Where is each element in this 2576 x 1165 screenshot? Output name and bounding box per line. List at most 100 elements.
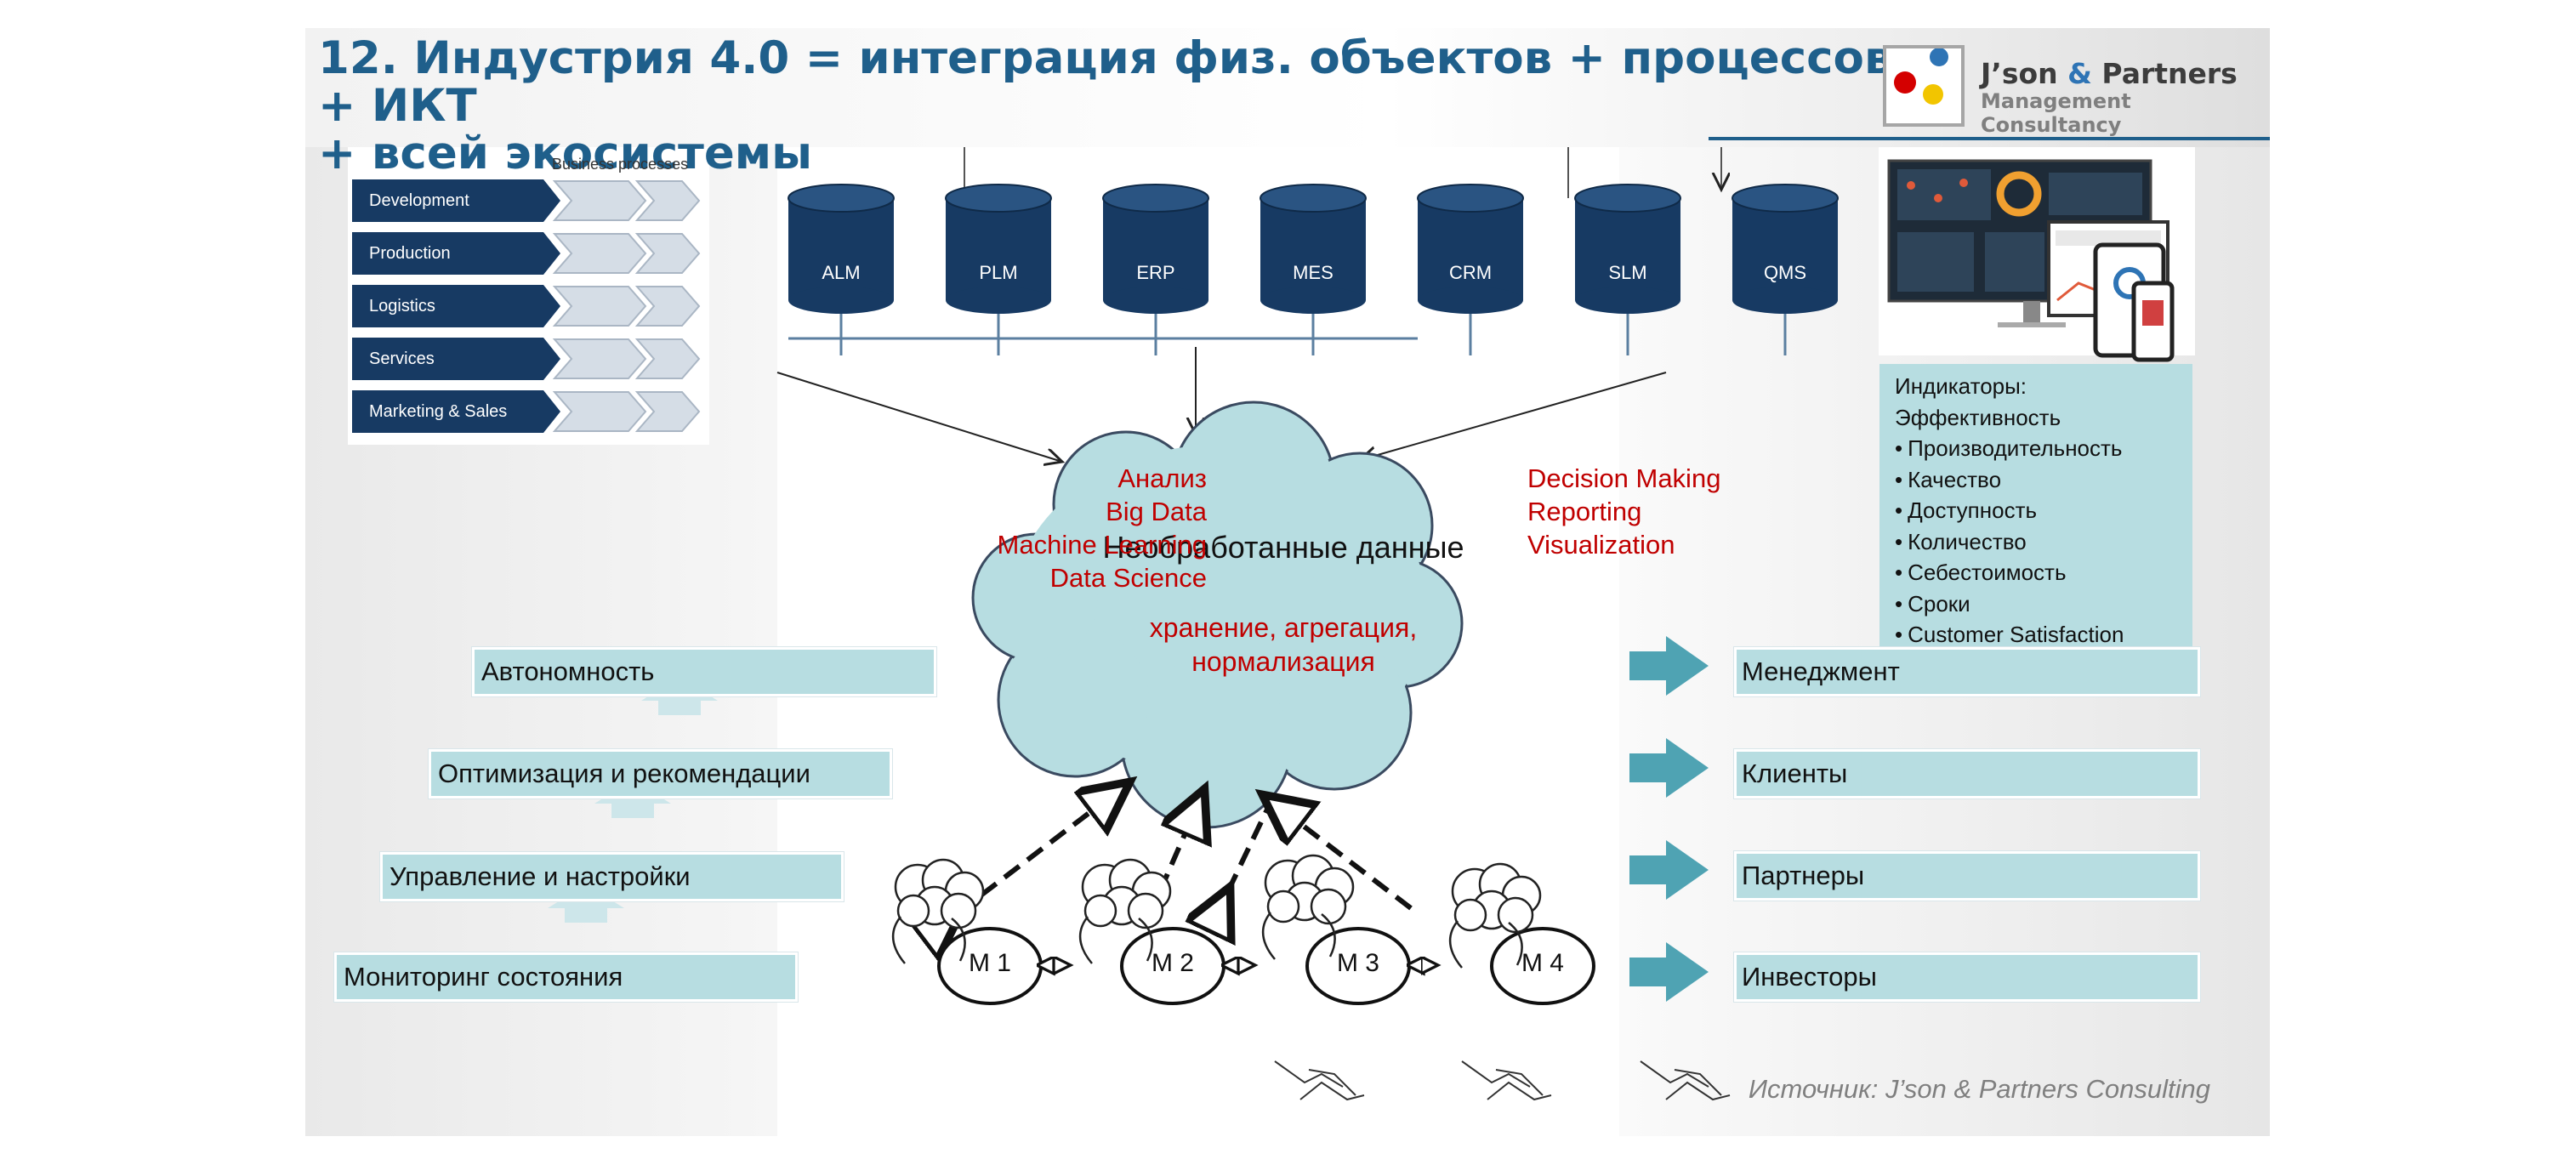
business-process-label: Logistics	[352, 285, 543, 327]
indicator-item: •Количество	[1895, 526, 2177, 558]
database-cylinder	[1102, 184, 1209, 314]
brain-icon	[891, 858, 985, 964]
source-note: Источник: J’son & Partners Consulting	[1748, 1074, 2210, 1104]
indicator-text: Сроки	[1908, 590, 1970, 617]
brain-icon	[1078, 858, 1172, 964]
business-process-label: Production	[352, 232, 543, 275]
business-process-label: Development	[352, 179, 543, 222]
database-cylinder	[1732, 184, 1839, 314]
indicators-subheading: Эффективность	[1895, 404, 2061, 430]
business-process-chevrons	[543, 390, 701, 433]
database-label: SLM	[1608, 262, 1647, 283]
indicator-item: •Сроки	[1895, 588, 2177, 620]
database-label: PLM	[979, 262, 1018, 283]
database-group	[788, 184, 1839, 314]
indicator-item: •Customer Satisfaction	[1895, 619, 2177, 651]
indicator-text: Себестоимость	[1908, 560, 2067, 585]
handshake-icon	[1640, 1060, 1731, 1101]
machine-group	[937, 927, 1595, 1005]
business-process-chevrons	[543, 179, 701, 222]
stakeholder-partners: Партнеры	[1734, 851, 2200, 901]
handshake-icon	[1461, 1060, 1552, 1101]
cloud-sub-line-1: хранение, агрегация,	[1149, 612, 1418, 643]
logo-balls-icon	[1894, 48, 1948, 105]
maturity-level-optimization: Оптимизация и рекомендации	[429, 749, 892, 798]
database-cylinder	[1574, 184, 1681, 314]
business-process-row: Development	[352, 179, 701, 222]
business-process-row: Logistics	[352, 285, 701, 327]
database-label: QMS	[1763, 262, 1807, 283]
business-process-chevrons	[543, 285, 701, 327]
bullet-icon: •	[1895, 528, 1903, 554]
business-process-label: Marketing & Sales	[352, 390, 543, 433]
indicator-item: •Производительность	[1895, 433, 2177, 464]
bullet-icon: •	[1895, 466, 1903, 492]
logo-name-part1: J’son	[1981, 57, 2068, 90]
bullet-icon: •	[1895, 590, 1903, 617]
cloud-sub-line-2: нормализация	[1191, 646, 1375, 677]
bullet-icon: •	[1895, 497, 1903, 523]
business-process-row: Services	[352, 338, 701, 380]
cloud-subtitle: хранение, агрегация, нормализация	[1003, 611, 1564, 679]
indicator-text: Customer Satisfaction	[1908, 622, 2124, 647]
analysis-label: Big Data	[1106, 497, 1207, 526]
logo-name: J’son & Partners	[1981, 57, 2238, 90]
analysis-label: Data Science	[1049, 563, 1207, 593]
database-label: ERP	[1136, 262, 1175, 283]
company-logo	[1883, 45, 1965, 127]
analysis-labels: Анализ Big Data Machine Learning Data Sc…	[628, 462, 1207, 594]
title-line-1: 12. Индустрия 4.0 = интеграция физ. объе…	[318, 32, 1893, 132]
maturity-level-monitoring: Мониторинг состояния	[334, 952, 798, 1002]
database-cylinder	[1260, 184, 1367, 314]
decision-label: Reporting	[1527, 497, 1642, 526]
analysis-label: Machine Learning	[997, 530, 1207, 560]
database-label: ALM	[822, 262, 861, 283]
database-label: MES	[1293, 262, 1333, 283]
business-process-row: Marketing & Sales	[352, 390, 701, 433]
indicator-item: •Себестоимость	[1895, 557, 2177, 588]
brain-icon	[1261, 854, 1355, 960]
brain-figures	[891, 854, 1542, 969]
database-cylinder	[1417, 184, 1524, 314]
bullet-icon: •	[1895, 622, 1903, 647]
handshake-icon	[1274, 1060, 1365, 1101]
indicator-text: Количество	[1908, 528, 2027, 554]
indicator-text: Доступность	[1908, 497, 2038, 523]
bullet-icon: •	[1895, 560, 1903, 585]
bullet-icon: •	[1895, 435, 1903, 461]
business-process-chevrons	[543, 232, 701, 275]
title-line-2: + всей экосистемы	[318, 128, 813, 179]
logo-name-amp: &	[2067, 57, 2092, 90]
database-cylinder	[788, 184, 895, 314]
decision-labels: Decision Making Reporting Visualization	[1527, 462, 2038, 561]
slide: 12. Индустрия 4.0 = интеграция физ. объе…	[305, 28, 2270, 1136]
integration-diagram	[548, 147, 2175, 1101]
dashboard-devices-icon	[1887, 159, 2175, 362]
business-process-row: Production	[352, 232, 701, 275]
machine-label: M 1	[968, 949, 1011, 977]
handshake-group	[1274, 1060, 1731, 1101]
machine-label: M 3	[1336, 949, 1379, 977]
database-connectors	[839, 313, 1787, 355]
database-cylinder	[945, 184, 1052, 314]
indicator-text: Качество	[1908, 466, 2002, 492]
stakeholder-clients: Клиенты	[1734, 749, 2200, 798]
maturity-level-autonomy: Автономность	[472, 647, 936, 696]
database-label: CRM	[1448, 262, 1493, 283]
logo-subtitle: Management Consultancy	[1981, 89, 2131, 137]
analysis-label: Анализ	[1117, 463, 1207, 493]
business-process-chevrons	[543, 338, 701, 380]
brain-icon	[1448, 862, 1542, 969]
slide-title: 12. Индустрия 4.0 = интеграция физ. объе…	[318, 35, 1934, 178]
decision-label: Decision Making	[1527, 463, 1721, 493]
business-process-label: Services	[352, 338, 543, 380]
business-processes-caption: Business processes	[552, 156, 689, 173]
machine-node	[1490, 927, 1595, 1005]
cloud-title: Необработанные данные	[1102, 530, 1464, 565]
logo-name-part2: Partners	[2091, 57, 2238, 90]
machine-label: M 4	[1521, 949, 1564, 977]
machine-label: M 2	[1151, 949, 1194, 977]
maturity-level-control: Управление и настройки	[380, 852, 844, 901]
indicators-heading: Индикаторы:	[1895, 373, 2027, 399]
stakeholder-management: Менеджмент	[1734, 647, 2200, 696]
